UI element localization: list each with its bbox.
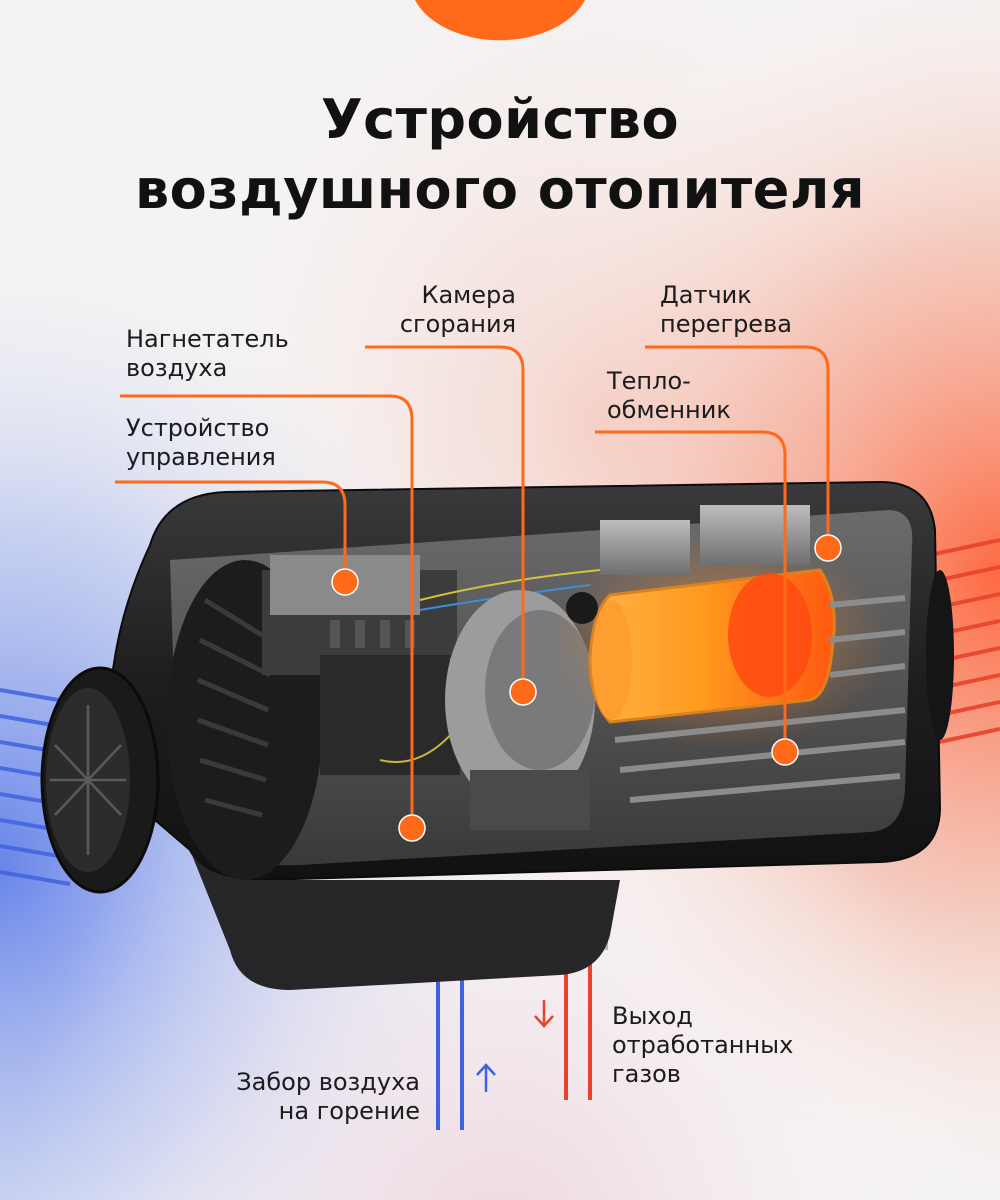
intake-grille [40,666,160,894]
label-exhaust-line3: газов [612,1060,681,1088]
label-intake-line1: Забор воздуха [236,1068,420,1096]
heat-exchanger [614,595,906,803]
exhaust-arrow-icon [534,1000,554,1028]
label-combustion-chamber-line1: Камера [421,281,516,309]
label-exhaust-line2: отработанных [612,1031,794,1059]
label-combustion-chamber: Камера сгорания [342,281,516,339]
callout-dot-exchanger [771,738,799,766]
label-heat-exchanger-line1: Тепло- [607,367,691,395]
label-control-unit: Устройство управления [126,414,276,472]
page-title-line-2: воздушного отопителя [134,158,866,221]
combustion-chamber [550,530,890,750]
label-overheat-sensor-line1: Датчик [660,281,752,309]
callout-lines [115,345,830,828]
intake-arrow-icon [476,1063,496,1092]
label-overheat-sensor: Датчик перегрева [660,281,792,339]
callout-dots [331,534,842,842]
label-control-unit-line1: Устройство [126,414,270,442]
callout-dot-chamber [509,678,537,706]
callout-dot-control [331,568,359,596]
label-combustion-chamber-line2: сгорания [399,310,516,338]
label-air-blower-line2: воздуха [126,354,228,382]
callout-dot-blower [398,814,426,842]
heat-exchanger-top [600,505,810,575]
page-title-line-1: Устройство [320,88,680,151]
label-heat-exchanger: Тепло- обменник [607,367,731,425]
label-overheat-sensor-line2: перегрева [660,310,792,338]
label-intake-line2: на горение [278,1097,420,1125]
callout-dot-sensor [814,534,842,562]
label-combustion-air-intake: Забор воздуха на горение [180,1068,420,1126]
label-control-unit-line2: управления [126,443,276,471]
label-heat-exchanger-line2: обменник [607,396,731,424]
label-air-blower-line1: Нагнетатель [126,325,289,353]
label-exhaust-output: Выход отработанных газов [612,1002,793,1089]
label-exhaust-line1: Выход [612,1002,693,1030]
label-air-blower: Нагнетатель воздуха [126,325,289,383]
